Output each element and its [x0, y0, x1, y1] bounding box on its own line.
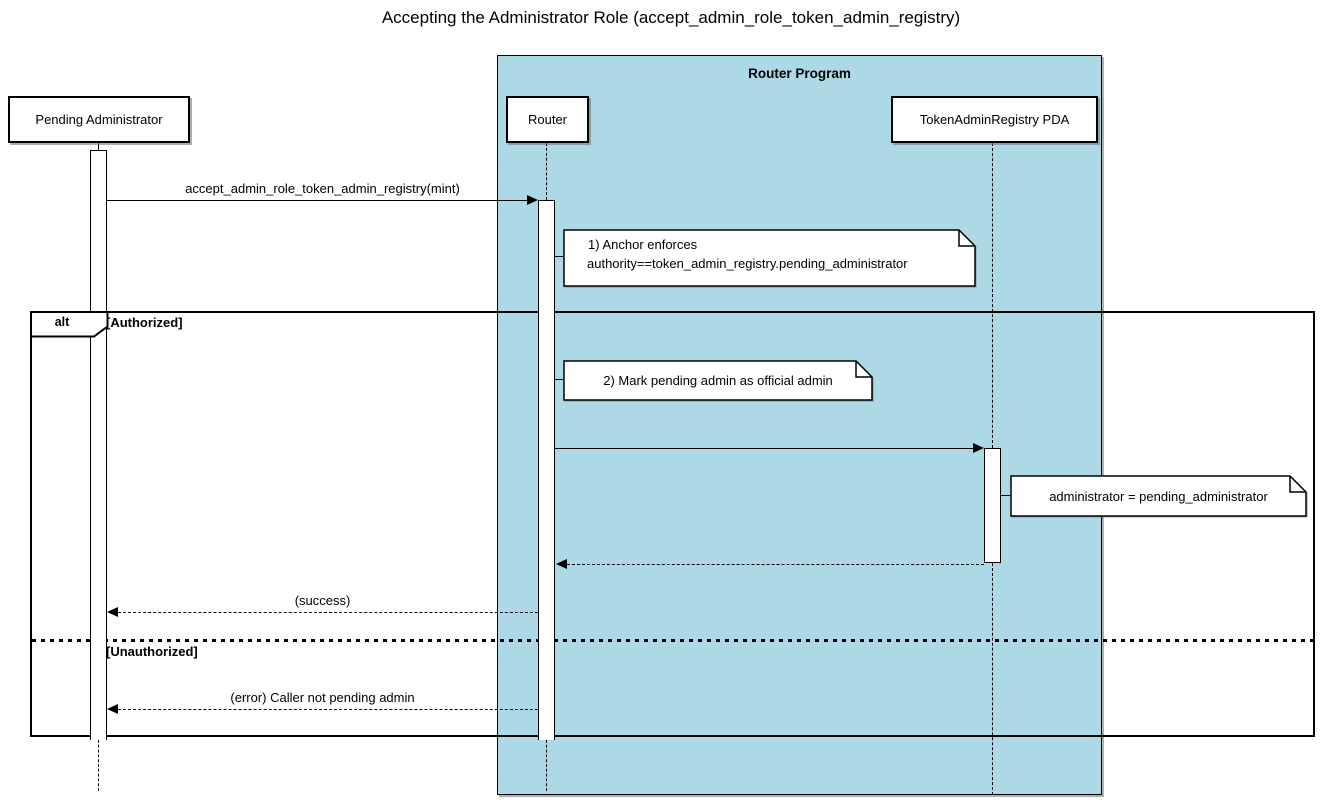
activation-router [538, 200, 555, 740]
participant-label: Pending Administrator [35, 112, 163, 127]
return-error-line [118, 709, 538, 710]
note-anchor-enforces: 1) Anchor enforces authority==token_admi… [563, 229, 976, 287]
router-program-label: Router Program [748, 66, 851, 81]
arrowhead-left-icon [556, 559, 567, 569]
note-set-administrator: administrator = pending_administrator [1010, 475, 1307, 517]
activation-token-admin-registry [984, 448, 1001, 563]
return-success-label: (success) [294, 593, 351, 608]
participant-router: Router [506, 96, 589, 143]
participant-pending-administrator: Pending Administrator [8, 96, 190, 143]
note-mark-official-admin: 2) Mark pending admin as official admin [563, 360, 873, 401]
activation-pending-administrator [90, 150, 107, 740]
router-program-container: Router Program [497, 55, 1102, 795]
arrowhead-left-icon [107, 607, 118, 617]
participant-label: Router [527, 112, 568, 127]
lifeline-pending-administrator-stub [98, 143, 99, 151]
participant-token-admin-registry-pda: TokenAdminRegistry PDA [891, 96, 1098, 143]
message-call-line [107, 200, 528, 201]
arrowhead-left-icon [107, 704, 118, 714]
lifeline-token-admin-registry-tail [992, 563, 993, 795]
note-connector [555, 256, 563, 257]
return-error-label: (error) Caller not pending admin [230, 690, 415, 705]
lifeline-token-admin-registry-head [992, 143, 993, 448]
lifeline-router-head [546, 143, 547, 200]
alt-frame-bottom-border [30, 735, 1315, 737]
arrowhead-right-icon [973, 443, 984, 453]
note-line: administrator = pending_administrator [1049, 489, 1268, 504]
note-line: 2) Mark pending admin as official admin [603, 373, 833, 388]
return-pda-line [567, 564, 984, 565]
alt-else-divider [32, 639, 1315, 642]
return-success-line [118, 612, 538, 613]
diagram-title: Accepting the Administrator Role (accept… [381, 8, 961, 27]
alt-guard-authorized: [Authorized] [106, 315, 183, 330]
note-shape-icon [1010, 475, 1307, 517]
note-shape-icon [563, 229, 976, 287]
lifeline-router-tail [546, 740, 547, 791]
participant-label: TokenAdminRegistry PDA [919, 112, 1070, 127]
alt-operator-label: alt [54, 315, 70, 329]
note-connector [1001, 495, 1010, 496]
alt-guard-unauthorized: [Unauthorized] [106, 644, 198, 659]
note-shape-icon [563, 360, 873, 401]
lifeline-pending-administrator-tail [98, 740, 99, 791]
message-update-line [555, 448, 974, 449]
note-line: authority==token_admin_registry.pending_… [587, 256, 908, 271]
message-call-label: accept_admin_role_token_admin_registry(m… [185, 181, 460, 196]
arrowhead-right-icon [527, 195, 538, 205]
note-connector [555, 379, 563, 380]
note-line: 1) Anchor enforces [588, 237, 698, 252]
